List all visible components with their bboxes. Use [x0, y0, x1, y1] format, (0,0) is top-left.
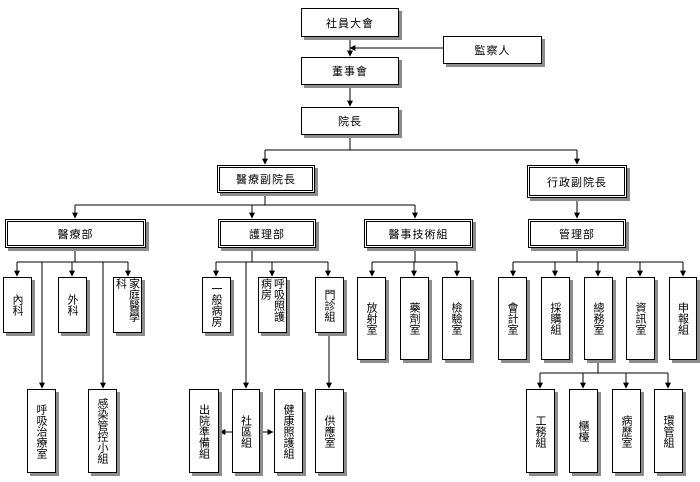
- node-laboratory: 檢驗室: [442, 277, 471, 360]
- node-counter: 櫃檯: [569, 389, 598, 473]
- node-supervisor: 監察人: [443, 36, 542, 64]
- node-radiology: 放射室: [357, 277, 386, 360]
- node-environment: 環管組: [654, 389, 683, 473]
- node-medtech-group: 醫事技術組: [364, 219, 473, 248]
- node-medical-records: 病歷室: [612, 389, 641, 473]
- node-general-ward: 一般病房: [202, 277, 231, 333]
- node-medical-vp: 醫療副院長: [217, 165, 315, 193]
- node-internal-med: 內科: [3, 277, 32, 333]
- node-supply-room: 供應室: [315, 389, 344, 473]
- node-admin-vp: 行政副院長: [527, 165, 627, 198]
- node-community: 社區組: [232, 389, 260, 473]
- node-outpatient: 門診組: [315, 277, 344, 333]
- node-accounting: 會計室: [498, 277, 527, 360]
- node-information: 資訊室: [626, 277, 655, 360]
- node-infection-control: 感染管控小組: [88, 389, 117, 473]
- node-medical-dept: 醫療部: [5, 219, 146, 248]
- node-board: 董事會: [301, 57, 399, 85]
- node-family-med: 家庭醫學科: [113, 277, 142, 333]
- node-procurement: 採購組: [541, 277, 570, 360]
- node-claims: 申報組: [669, 277, 697, 360]
- node-surgery: 外科: [58, 277, 87, 333]
- node-general-affairs: 總務室: [584, 277, 613, 360]
- node-health-care: 健康照護組: [274, 389, 303, 473]
- node-nursing-dept: 護理部: [218, 219, 316, 248]
- node-respiratory-ward: 呼吸照護病房: [258, 277, 287, 333]
- node-respiratory-room: 呼吸治療室: [27, 389, 56, 473]
- node-pharmacy: 藥劑室: [400, 277, 429, 360]
- node-management-dept: 管理部: [528, 219, 626, 248]
- node-engineering: 工務組: [526, 389, 555, 473]
- node-discharge-prep: 出院準備組: [189, 389, 219, 473]
- node-assembly: 社員大會: [301, 8, 399, 37]
- node-president: 院長: [301, 107, 399, 135]
